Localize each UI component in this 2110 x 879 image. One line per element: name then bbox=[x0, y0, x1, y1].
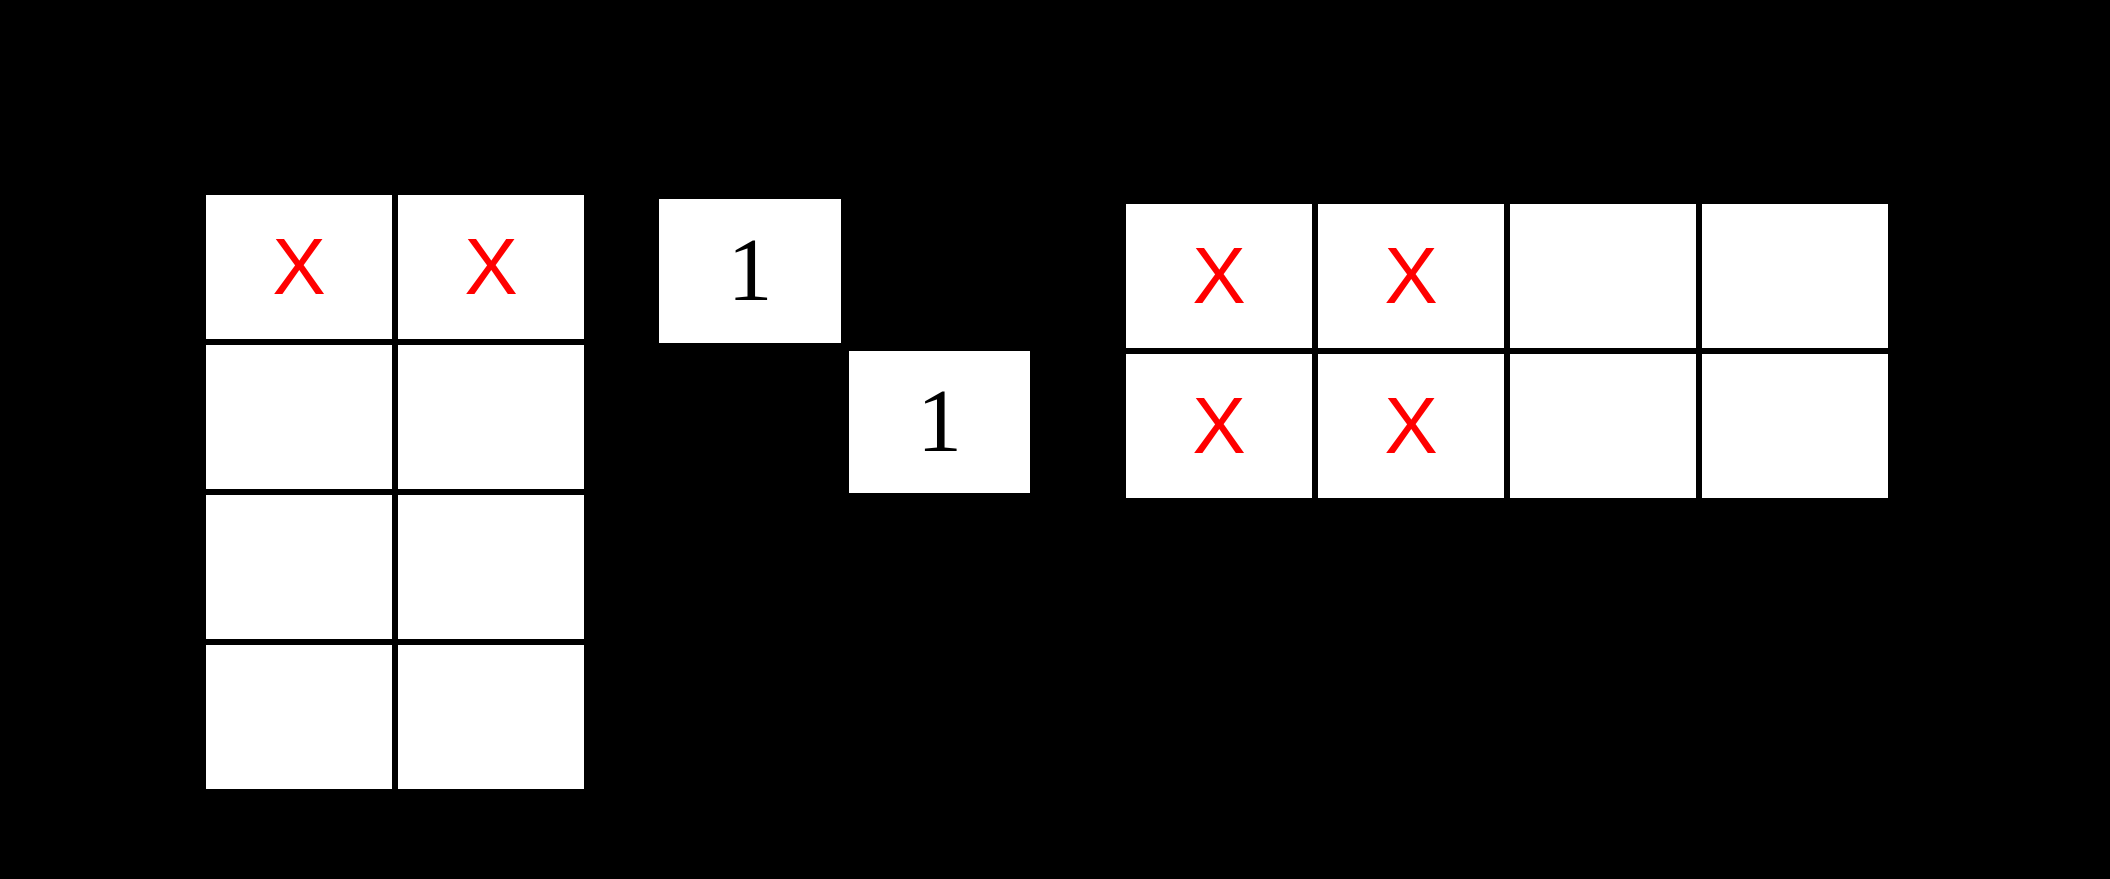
left-grid: X X bbox=[206, 195, 584, 789]
x-mark: X bbox=[1192, 381, 1246, 470]
carry-box-2: 1 bbox=[849, 351, 1030, 493]
x-mark: X bbox=[464, 222, 518, 311]
left-grid-cell-r0c0: X bbox=[206, 195, 392, 339]
left-grid-cell-r1c1 bbox=[398, 345, 584, 489]
carry-box-1: 1 bbox=[659, 199, 841, 343]
right-grid-cell-r0c3 bbox=[1702, 204, 1888, 348]
x-mark: X bbox=[1192, 231, 1246, 320]
right-grid-cell-r1c1: X bbox=[1318, 354, 1504, 498]
right-grid-cell-r1c0: X bbox=[1126, 354, 1312, 498]
left-grid-cell-r3c1 bbox=[398, 645, 584, 789]
x-mark: X bbox=[1384, 381, 1438, 470]
left-grid-cell-r0c1: X bbox=[398, 195, 584, 339]
left-grid-cell-r3c0 bbox=[206, 645, 392, 789]
carry-number: 1 bbox=[727, 221, 773, 320]
right-grid: X X X X bbox=[1126, 204, 1888, 498]
left-grid-cell-r1c0 bbox=[206, 345, 392, 489]
x-mark: X bbox=[272, 222, 326, 311]
right-grid-cell-r0c2 bbox=[1510, 204, 1696, 348]
x-mark: X bbox=[1384, 231, 1438, 320]
right-grid-cell-r1c2 bbox=[1510, 354, 1696, 498]
right-grid-cell-r0c1: X bbox=[1318, 204, 1504, 348]
left-grid-cell-r2c0 bbox=[206, 495, 392, 639]
carry-number: 1 bbox=[917, 372, 962, 471]
right-grid-cell-r1c3 bbox=[1702, 354, 1888, 498]
left-grid-cell-r2c1 bbox=[398, 495, 584, 639]
right-grid-cell-r0c0: X bbox=[1126, 204, 1312, 348]
